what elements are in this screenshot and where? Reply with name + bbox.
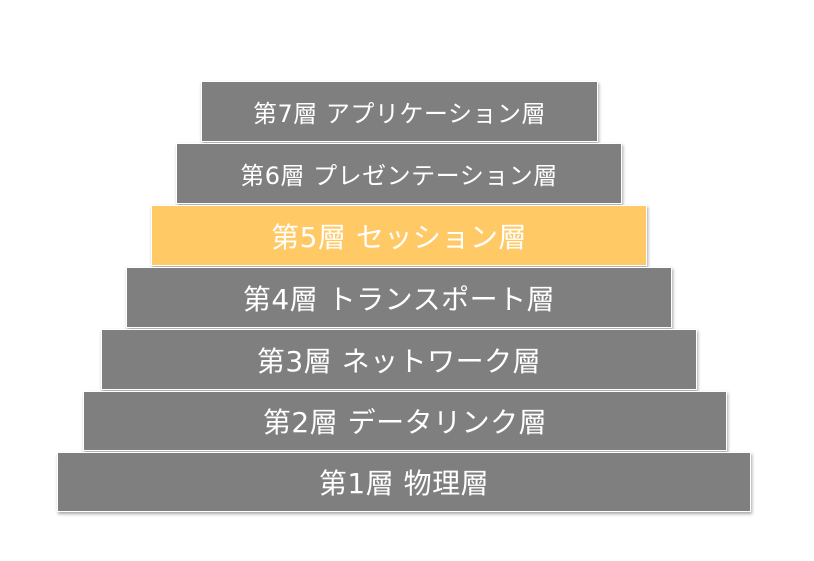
layer-4-transport: 第4層 トランスポート層 (126, 267, 672, 328)
layer-5-label: 第5層 セッション層 (271, 220, 527, 254)
layer-2-label: 第2層 データリンク層 (262, 406, 548, 439)
layer-7-application: 第7層 アプリケーション層 (201, 81, 598, 142)
layer-5-session: 第5層 セッション層 (151, 205, 647, 266)
layer-6-presentation: 第6層 プレゼンテーション層 (176, 143, 622, 204)
layer-1-physical: 第1層 物理層 (57, 452, 751, 512)
layer-6-label: 第6層 プレゼンテーション層 (240, 162, 558, 190)
layer-2-data-link: 第2層 データリンク層 (83, 391, 727, 451)
layer-4-label: 第4層 トランスポート層 (242, 282, 556, 316)
layer-1-label: 第1層 物理層 (318, 467, 490, 500)
layer-7-label: 第7層 アプリケーション層 (253, 100, 546, 128)
layer-3-label: 第3層 ネットワーク層 (256, 344, 542, 378)
layer-3-network: 第3層 ネットワーク層 (101, 329, 697, 390)
